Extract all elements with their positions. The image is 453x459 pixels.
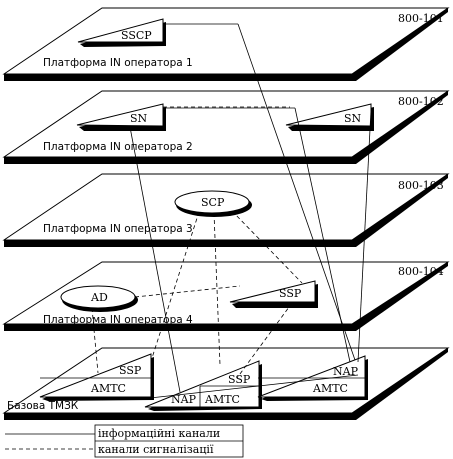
base-label: Базова ТМЗК bbox=[7, 400, 79, 412]
sscp-node: SSCP bbox=[77, 18, 166, 47]
amtc-mid-label: AMTC bbox=[204, 393, 240, 406]
legend-info-label: інформаційні канали bbox=[98, 427, 220, 440]
ad-label: AD bbox=[90, 291, 108, 304]
sn-right-node: SN bbox=[285, 103, 374, 131]
nap-mid-label: NAP bbox=[171, 393, 197, 406]
sscp-label: SSCP bbox=[121, 29, 152, 42]
base-plane: Базова ТМЗК SSP AMTC NAP SSP AMTC NAP AM… bbox=[2, 347, 450, 420]
ssp-left-label: SSP bbox=[119, 364, 142, 377]
platform-4-code: 800-104 bbox=[398, 265, 444, 278]
platform-plane-4: 800-104 Платформа IN оператора 4 AD SSP bbox=[2, 261, 450, 331]
amtc-left-label: AMTC bbox=[90, 382, 126, 395]
platform-3-code: 800-103 bbox=[398, 179, 444, 192]
ad-node: AD bbox=[60, 285, 138, 312]
ssp-p4-node: SSP bbox=[229, 280, 318, 308]
platform-plane-3: 800-103 Платформа IN оператора 3 SCP bbox=[2, 173, 450, 247]
scp-node: SCP bbox=[174, 190, 252, 217]
platform-1-label: Платформа IN оператора 1 bbox=[43, 57, 193, 69]
ssp-amtc-left-node: SSP AMTC bbox=[39, 353, 154, 401]
legend-signal-label: канали сигналізації bbox=[98, 443, 214, 456]
platform-plane-2: 800-102 Платформа IN оператора 2 SN SN bbox=[2, 90, 450, 164]
scp-label: SCP bbox=[201, 196, 225, 209]
signalling-channels bbox=[91, 106, 303, 379]
sn-right-label: SN bbox=[344, 112, 362, 125]
amtc-right-label: AMTC bbox=[312, 382, 348, 395]
sn-left-node: SN bbox=[76, 103, 166, 131]
platform-2-code: 800-102 bbox=[398, 95, 444, 108]
sn-left-label: SN bbox=[130, 112, 148, 125]
platform-1-code: 800-101 bbox=[398, 12, 444, 25]
platform-2-label: Платформа IN оператора 2 bbox=[43, 141, 193, 153]
platform-4-label: Платформа IN оператора 4 bbox=[43, 314, 193, 326]
nap-right-label: NAP bbox=[333, 365, 359, 378]
legend: інформаційні канали канали сигналізації bbox=[5, 424, 244, 458]
platform-3-label: Платформа IN оператора 3 bbox=[43, 223, 193, 235]
platform-plane-1: 800-101 Платформа IN оператора 1 SSCP bbox=[2, 7, 450, 81]
information-channels bbox=[129, 23, 372, 399]
ssp-p4-label: SSP bbox=[279, 287, 302, 300]
ssp-mid-label: SSP bbox=[228, 373, 251, 386]
